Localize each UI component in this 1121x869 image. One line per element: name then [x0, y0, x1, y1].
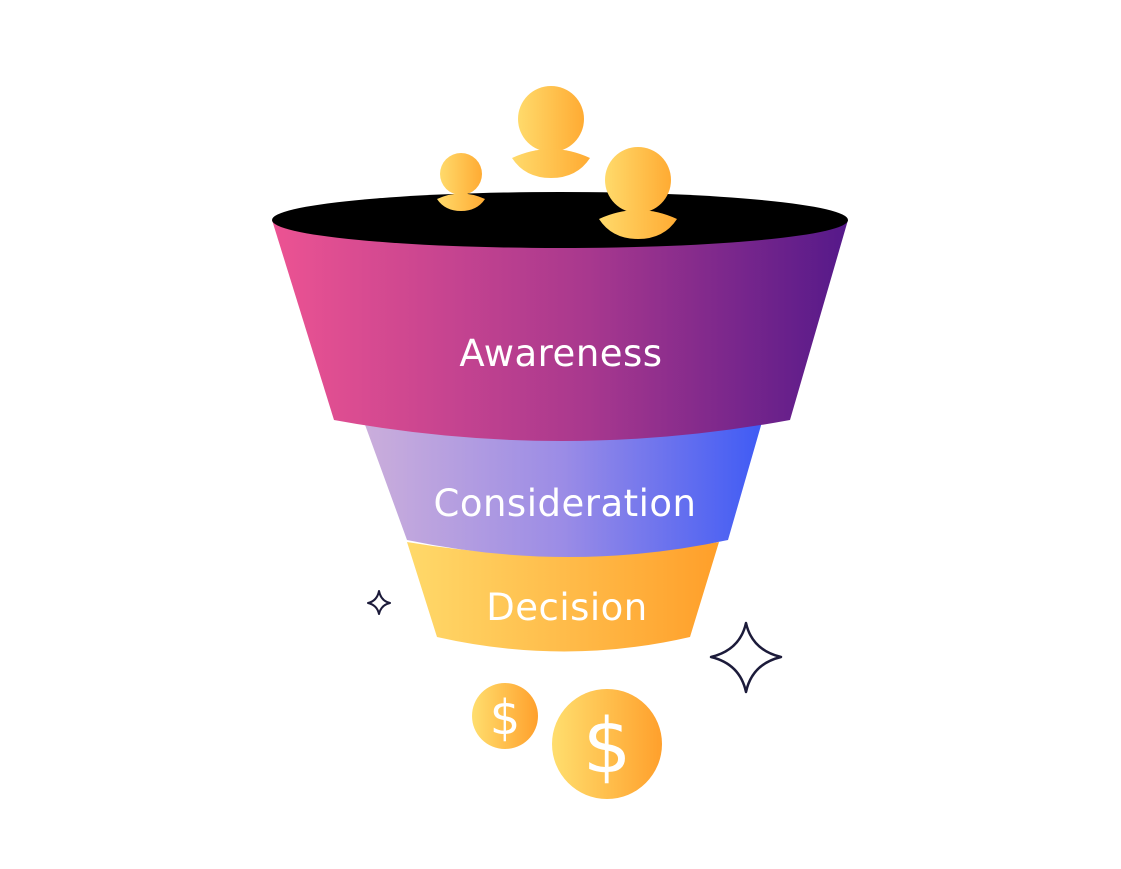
decision-label: Decision	[486, 586, 648, 629]
coin-symbol: $	[490, 690, 521, 746]
awareness-label: Awareness	[459, 332, 662, 375]
sparkle-icon	[709, 621, 783, 694]
consideration-label: Consideration	[434, 482, 697, 525]
person-icon	[599, 147, 677, 239]
person-icon	[437, 153, 485, 211]
funnel-stage-awareness	[272, 220, 848, 441]
funnel-stage-consideration	[364, 422, 762, 557]
dollar-coin-icon: $	[472, 683, 538, 749]
funnel-stage-decision	[407, 542, 719, 652]
funnel-opening	[272, 192, 848, 248]
sparkle-icon	[367, 590, 391, 615]
coin-symbol: $	[583, 701, 631, 790]
person-icon	[512, 86, 590, 178]
dollar-coin-icon: $	[552, 689, 662, 799]
